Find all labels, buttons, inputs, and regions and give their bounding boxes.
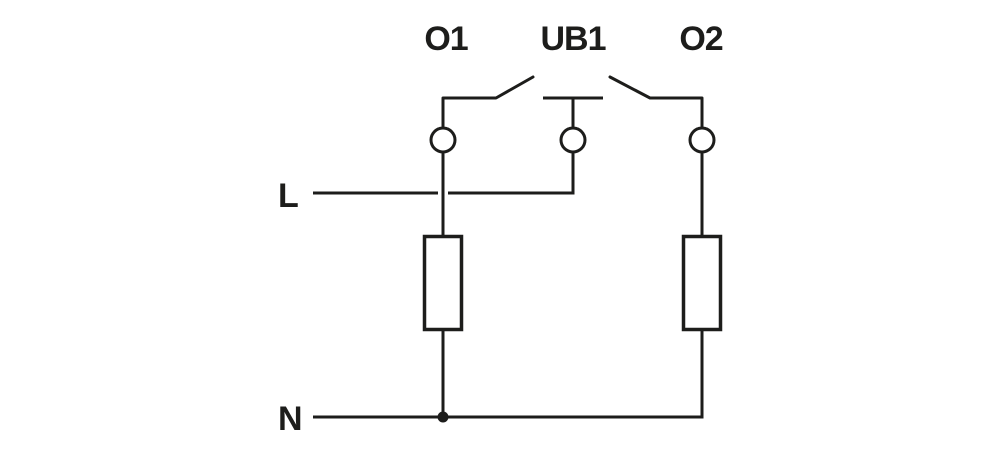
wire-layer	[313, 75, 704, 419]
l-rail-wire	[313, 152, 575, 195]
label-o2: O2	[679, 20, 722, 58]
symbol-layer	[422, 126, 723, 423]
label-n-rail: N	[278, 400, 302, 438]
label-o1: O1	[424, 20, 467, 58]
label-ub1: UB1	[540, 20, 605, 58]
o1-terminal-circle-icon	[429, 126, 457, 154]
o2-switch-blade-icon	[608, 75, 704, 130]
o2-terminal-circle-icon	[688, 126, 716, 154]
o1-switch-blade-icon	[441, 75, 535, 130]
n-rail-wire	[313, 330, 704, 419]
load-resistor-right-icon	[681, 234, 723, 332]
label-layer: O1 UB1 O2 L N	[278, 20, 724, 438]
label-l-rail: L	[278, 177, 298, 215]
n-junction-dot-icon	[437, 411, 449, 423]
load-resistor-left-icon	[422, 234, 464, 332]
ub1-terminal-circle-icon	[559, 126, 587, 154]
